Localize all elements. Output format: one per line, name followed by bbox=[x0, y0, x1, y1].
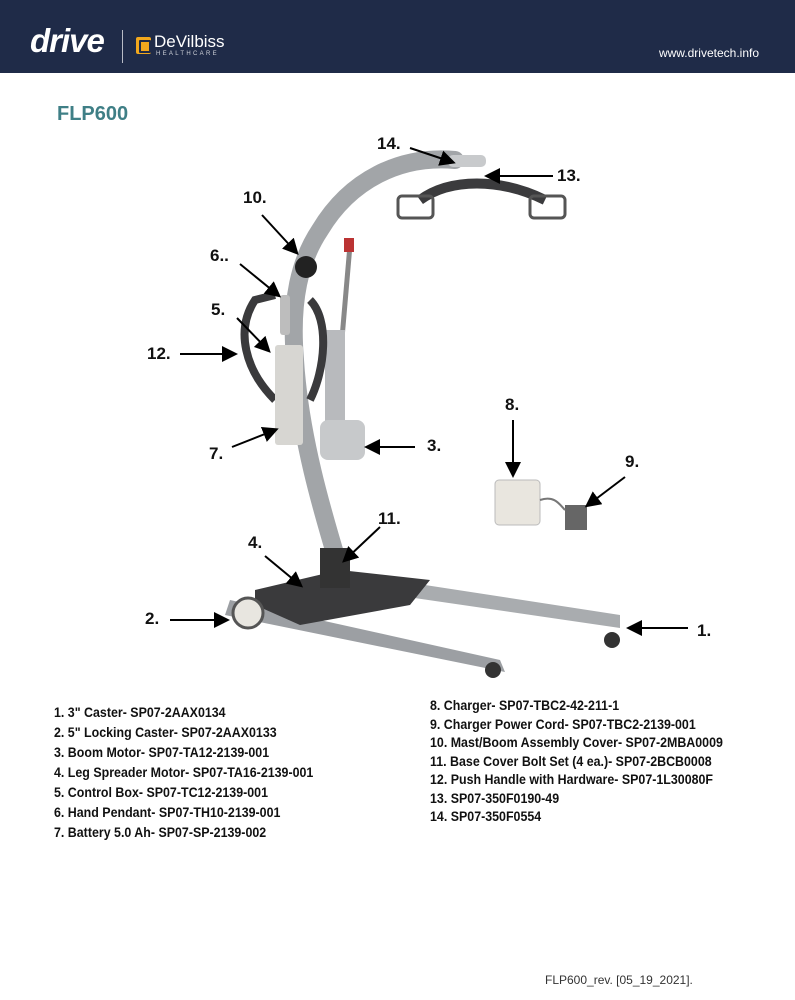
push-handle bbox=[240, 291, 328, 403]
callout-arrows bbox=[170, 147, 688, 636]
actuator-body bbox=[325, 330, 345, 430]
parts-list-right: 8. Charger- SP07-TBC2-42-211-1 9. Charge… bbox=[430, 697, 723, 827]
mast-base bbox=[320, 548, 350, 588]
part-item: 6. Hand Pendant- SP07-TH10-2139-001 bbox=[54, 805, 281, 820]
hand-pendant bbox=[280, 295, 290, 335]
part-item: 10. Mast/Boom Assembly Cover- SP07-2MBA0… bbox=[430, 735, 723, 750]
part-item: 7. Battery 5.0 Ah- SP07-SP-2139-002 bbox=[54, 825, 267, 840]
callout-9: 9. bbox=[625, 452, 640, 471]
boom-end bbox=[448, 155, 486, 167]
mast-boom bbox=[284, 150, 464, 579]
part-item: 4. Leg Spreader Motor- SP07-TA16-2139-00… bbox=[54, 765, 314, 780]
boom-motor bbox=[320, 420, 365, 460]
callout-10: 10. bbox=[243, 188, 267, 207]
charger-cable bbox=[539, 497, 566, 511]
website-url: www.drivetech.info bbox=[658, 46, 759, 60]
control-box bbox=[275, 345, 303, 445]
rear-leg bbox=[360, 575, 620, 628]
callout-14: 14. bbox=[377, 134, 401, 153]
callout-3: 3. bbox=[427, 436, 442, 455]
devilbiss-logo-sub: HEALTHCARE bbox=[156, 51, 219, 57]
part-item: 5. Control Box- SP07-TC12-2139-001 bbox=[54, 785, 268, 800]
drive-logo: drive bbox=[30, 22, 105, 59]
part-item: 14. SP07-350F0554 bbox=[430, 809, 542, 824]
callout-11: 11. bbox=[378, 509, 401, 528]
part-item: 3. Boom Motor- SP07-TA12-2139-001 bbox=[54, 745, 270, 760]
devilbiss-logo-icon bbox=[136, 37, 151, 54]
callout-6: 6.. bbox=[210, 246, 229, 265]
lift-diagram bbox=[170, 147, 688, 678]
devilbiss-logo: DeVilbiss bbox=[154, 32, 225, 51]
caster bbox=[604, 632, 620, 648]
spreader-bar bbox=[417, 178, 548, 205]
hook-right bbox=[528, 194, 567, 220]
locking-caster bbox=[231, 596, 265, 630]
callout-13: 13. bbox=[557, 166, 581, 185]
callout-4: 4. bbox=[248, 533, 263, 552]
callout-7: 7. bbox=[209, 444, 224, 463]
part-item: 12. Push Handle with Hardware- SP07-1L30… bbox=[430, 772, 714, 787]
charger-power-cord bbox=[565, 505, 587, 530]
header-bar: drive DeVilbiss HEALTHCARE www.drivetech… bbox=[0, 0, 795, 73]
page-title: FLP600 bbox=[57, 103, 129, 125]
hook-left bbox=[396, 194, 435, 220]
callout-1: 1. bbox=[697, 621, 712, 640]
parts-list-left: 1. 3" Caster- SP07-2AAX0134 2. 5" Lockin… bbox=[54, 703, 313, 843]
callout-8: 8. bbox=[505, 395, 520, 414]
part-item: 9. Charger Power Cord- SP07-TBC2-2139-00… bbox=[430, 716, 696, 732]
caster-front bbox=[485, 662, 501, 678]
callout-2: 2. bbox=[145, 609, 160, 628]
callout-5: 5. bbox=[211, 300, 226, 319]
callout-12: 12. bbox=[147, 344, 171, 363]
part-item: 13. SP07-350F0190-49 bbox=[430, 790, 560, 806]
part-item: 8. Charger- SP07-TBC2-42-211-1 bbox=[430, 698, 620, 713]
charger bbox=[494, 479, 541, 526]
part-item: 1. 3" Caster- SP07-2AAX0134 bbox=[54, 705, 226, 720]
revision-footer: FLP600_rev. [05_19_2021]. bbox=[545, 973, 693, 987]
boom-clip bbox=[344, 238, 354, 252]
part-item: 2. 5" Locking Caster- SP07-2AAX0133 bbox=[54, 725, 277, 740]
part-item: 11. Base Cover Bolt Set (4 ea.)- SP07-2B… bbox=[430, 753, 712, 769]
mast-cover bbox=[295, 256, 317, 278]
logo-divider bbox=[122, 30, 123, 63]
